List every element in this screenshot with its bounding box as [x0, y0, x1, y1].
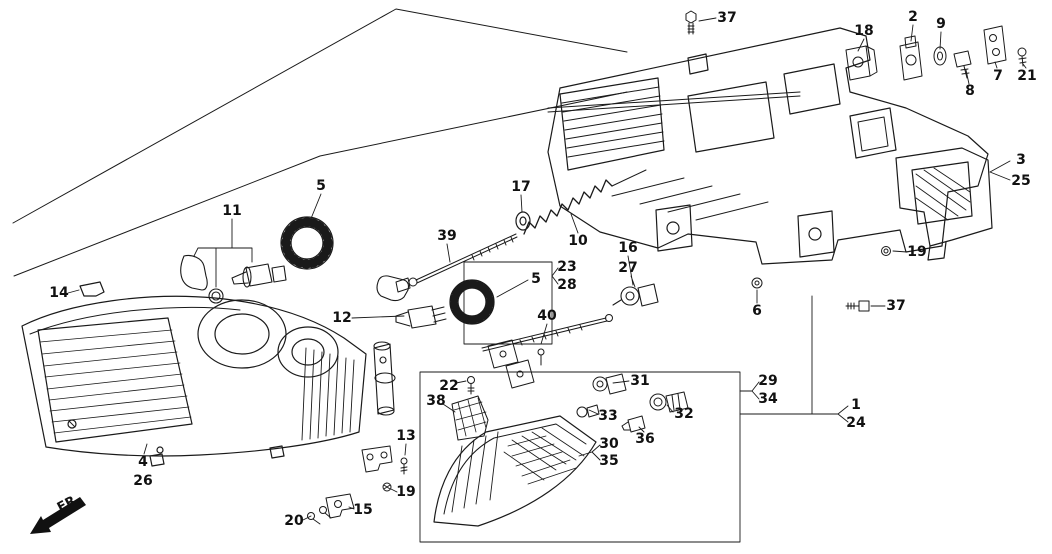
part-callout-19-a: 19 [907, 244, 927, 260]
leader-lines [67, 17, 1027, 521]
part-callout-21: 21 [1017, 68, 1037, 84]
part-callout-27: 27 [618, 260, 638, 276]
part-callout-13: 13 [396, 428, 416, 444]
part-callout-34: 34 [758, 391, 778, 407]
part-callout-26: 26 [133, 473, 153, 489]
part-callout-5-b: 5 [531, 271, 541, 287]
part-callout-6: 6 [752, 303, 762, 319]
part-callout-5-a: 5 [316, 178, 326, 194]
bulb-12 [395, 305, 447, 329]
upper-fasteners [685, 10, 1027, 81]
part-callout-15: 15 [353, 502, 373, 518]
part-callout-2: 2 [908, 9, 918, 25]
part-callout-36: 36 [635, 431, 655, 447]
part-callout-28: 28 [557, 277, 577, 293]
part-callout-14: 14 [49, 285, 69, 301]
group-box-corner-lamp [419, 371, 741, 543]
adjusting-rod-39 [395, 233, 518, 293]
part-callout-37-b: 37 [886, 298, 906, 314]
part-callout-30: 30 [599, 436, 619, 452]
coil-spring-10 [523, 169, 647, 235]
headlight-housing [21, 281, 367, 467]
part-callout-19-b: 19 [396, 484, 416, 500]
group-box-23-28 [463, 261, 553, 345]
corner-lamp-housing-38 [451, 376, 489, 441]
bulb-sockets [576, 373, 689, 433]
part-callout-40: 40 [537, 308, 557, 324]
part-callout-1: 1 [851, 397, 861, 413]
part-callout-31: 31 [630, 373, 650, 389]
part-callout-24: 24 [846, 415, 866, 431]
side-bracket-3-25 [895, 147, 993, 261]
part-callout-25: 25 [1011, 173, 1031, 189]
part-callout-32: 32 [674, 406, 694, 422]
separator-lines [12, 8, 628, 277]
part-callout-33: 33 [598, 408, 618, 424]
part-callout-20: 20 [284, 513, 304, 529]
washer-17 [515, 211, 531, 231]
part-callout-11: 11 [222, 203, 242, 219]
bulb-11-group [180, 254, 287, 304]
part-callout-4: 4 [138, 454, 148, 470]
part-callout-16: 16 [618, 240, 638, 256]
socket-16-27 [612, 283, 659, 307]
socket-cover [376, 275, 410, 302]
part-callout-23: 23 [557, 259, 577, 275]
part-callout-38: 38 [426, 393, 446, 409]
part-callout-22: 22 [439, 378, 459, 394]
part-callout-35: 35 [599, 453, 619, 469]
mounting-bracket-assembly [547, 27, 989, 265]
part-callout-37-a: 37 [717, 10, 737, 26]
leveling-actuator [373, 341, 396, 416]
scattered-fasteners [307, 246, 891, 525]
part-callout-18: 18 [854, 23, 874, 39]
part-callout-7: 7 [993, 68, 1003, 84]
part-callout-8: 8 [965, 83, 975, 99]
retaining-ring-5b [449, 279, 495, 325]
part-callout-17: 17 [511, 179, 531, 195]
part-callout-29: 29 [758, 373, 778, 389]
part-callout-9: 9 [936, 16, 946, 32]
fr-direction-arrow [30, 497, 86, 534]
part-callout-10: 10 [568, 233, 588, 249]
retaining-ring-5a [280, 216, 334, 270]
part-callout-12: 12 [332, 310, 352, 326]
lamp-mount-brackets [487, 339, 545, 389]
corner-lamp-lens [433, 415, 597, 527]
part-callout-39: 39 [437, 228, 457, 244]
part-callout-3: 3 [1016, 152, 1026, 168]
